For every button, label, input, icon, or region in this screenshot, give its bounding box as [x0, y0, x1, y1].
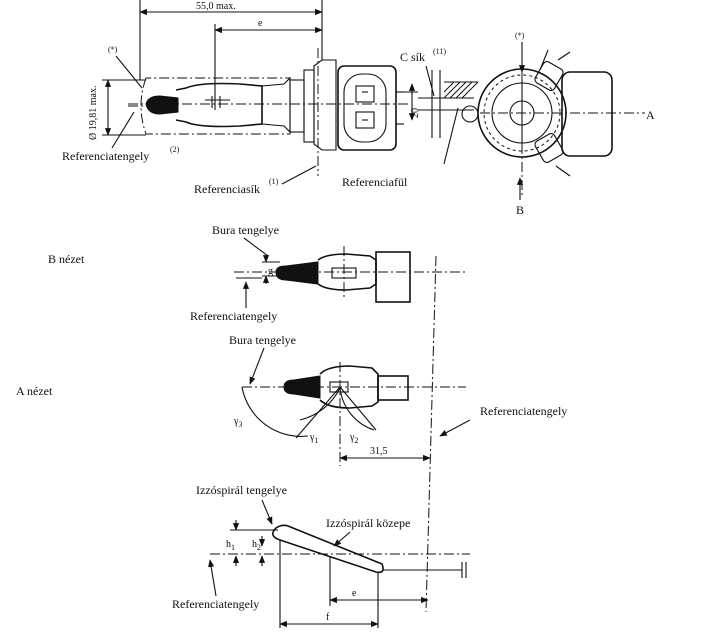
view-a: A nézet Bura tengelye γ3 γ1 γ2 31,5 Refe…	[16, 333, 567, 466]
dim-overall-length: 55,0 max.	[196, 1, 236, 12]
note-star-right: (*)	[515, 31, 525, 40]
reference-axis-vertical	[425, 255, 437, 613]
ref-axis-label-top: Referenciatengely	[62, 149, 149, 163]
end-view: C sík (11) (*)	[400, 31, 655, 217]
ref-plane-sup: (1)	[269, 177, 279, 186]
dim-20: 20	[410, 108, 421, 118]
h1-label: h1	[226, 539, 235, 552]
view-b-title: B nézet	[48, 252, 85, 266]
view-b-ref-axis-label: Referenciatengely	[190, 309, 277, 323]
gamma3-label: γ3	[233, 416, 242, 429]
c-plane-sup: (11)	[433, 47, 446, 56]
gamma2-label: γ2	[349, 432, 358, 445]
view-b-dim-g: g	[268, 266, 273, 277]
view-b-bulb-axis-label: Bura tengelye	[212, 223, 279, 237]
ref-axis-sup-top: (2)	[170, 145, 180, 154]
filament-dim-f: f	[326, 612, 330, 623]
ref-lug-label: Referenciafül	[342, 175, 408, 189]
view-b: B nézet Bura tengelye g Referenciatengel…	[48, 223, 466, 323]
ref-plane-label: Referenciasík	[194, 182, 260, 196]
arrow-a-label: A	[646, 108, 655, 122]
h2-label: h2	[252, 539, 261, 552]
dim-e-top: e	[258, 18, 263, 29]
dim-31-5: 31,5	[370, 446, 388, 457]
filament-view: Izzóspirál tengelye Izzóspirál közepe h1…	[172, 483, 470, 628]
c-plane-label: C sík	[400, 50, 425, 64]
view-a-title: A nézet	[16, 384, 53, 398]
note-star-left: (*)	[108, 45, 118, 54]
view-a-ref-axis-label: Referenciatengely	[480, 404, 567, 418]
top-side-view: 55,0 max. e Ø 19,81 max. (*)	[62, 0, 421, 196]
gamma1-label: γ1	[309, 432, 318, 445]
arrow-b-label: B	[516, 203, 524, 217]
filament-ref-axis-label: Referenciatengely	[172, 597, 259, 611]
c-plane-hatch	[443, 81, 479, 99]
filament-dim-e: e	[352, 588, 357, 599]
view-a-bulb-axis-label: Bura tengelye	[229, 333, 296, 347]
dim-diameter: Ø 19,81 max.	[88, 86, 99, 140]
filament-axis-label: Izzóspirál tengelye	[196, 483, 287, 497]
filament-center-label: Izzóspirál közepe	[326, 516, 410, 530]
